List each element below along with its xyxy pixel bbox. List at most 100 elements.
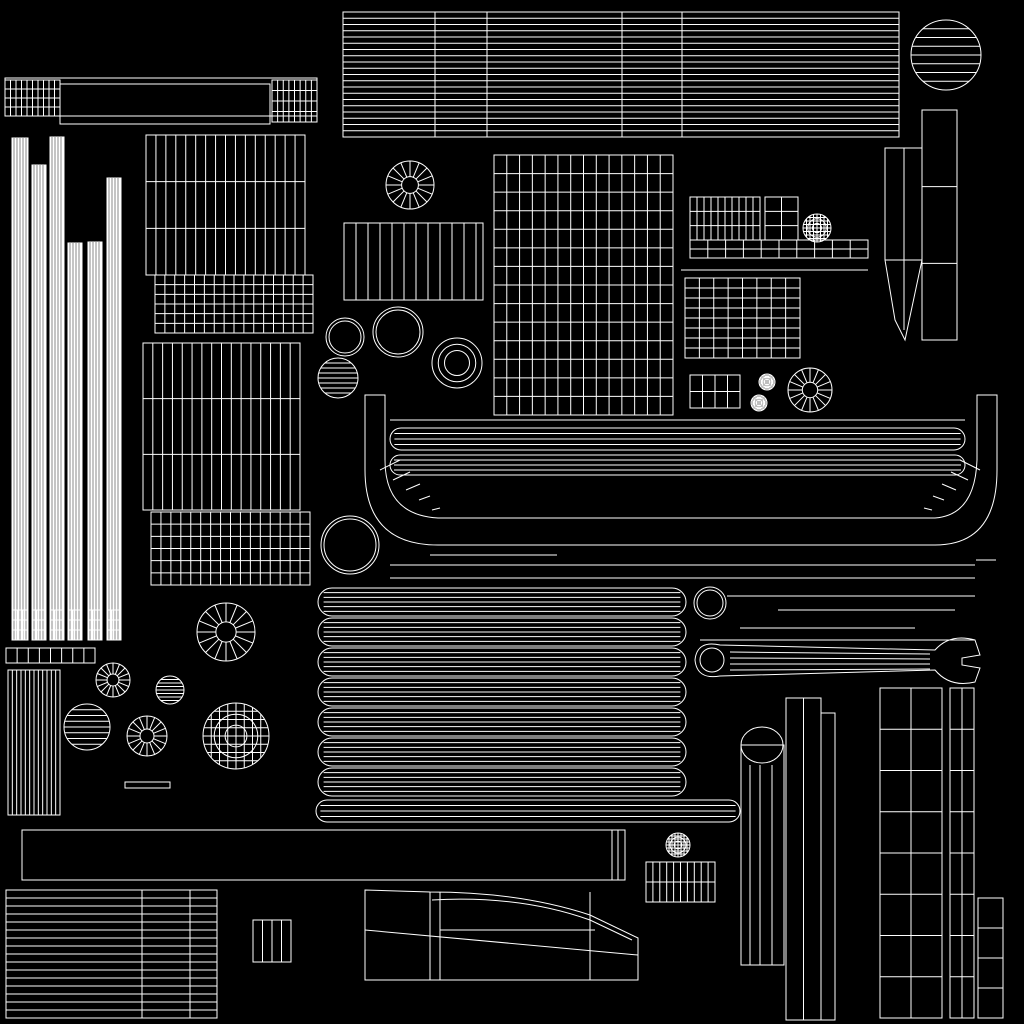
edge [150, 742, 155, 754]
edge [233, 639, 246, 652]
edge [730, 652, 930, 654]
vertical-strip [12, 138, 28, 640]
pipe-island-long [316, 800, 740, 822]
dome [203, 703, 269, 769]
ring-1 [326, 318, 364, 356]
ring-5 [321, 516, 379, 574]
island-outline [22, 830, 625, 880]
ribbed-panel [344, 223, 483, 300]
edge [215, 641, 222, 658]
cylinder [741, 727, 784, 965]
island-outline [390, 428, 965, 450]
edge [115, 664, 119, 674]
island-outline [365, 395, 997, 545]
island-outline [694, 587, 726, 619]
edge [815, 374, 825, 384]
edge [117, 668, 125, 676]
edge [117, 684, 125, 692]
island-outline [318, 588, 686, 616]
edge [129, 728, 141, 733]
edge [106, 685, 110, 695]
edge [118, 682, 128, 686]
island-outline [318, 768, 686, 796]
ring-3 [432, 338, 482, 388]
pipe-island [318, 738, 686, 766]
vertical-strip [50, 137, 64, 640]
edge [235, 636, 252, 643]
island-outline [316, 800, 740, 822]
edge [933, 496, 944, 500]
edge [388, 188, 402, 194]
edge [802, 397, 807, 410]
uv-islands [5, 12, 1003, 1020]
cloth-block-2 [143, 343, 300, 510]
edge [153, 728, 165, 733]
island-outline [741, 745, 784, 965]
edge [365, 930, 638, 955]
edge [401, 193, 407, 207]
edge [790, 393, 803, 398]
pipe-island [318, 678, 686, 706]
vertical-strip [32, 165, 46, 640]
wrench [695, 638, 980, 684]
bottom-left-block [6, 890, 217, 1018]
tall-strip-1 [786, 698, 835, 1020]
edge [150, 718, 155, 730]
edge [432, 508, 440, 510]
small-strip [690, 240, 868, 258]
inner-ring [329, 321, 361, 353]
edge [233, 611, 246, 624]
edge [388, 176, 402, 182]
strip-tip [88, 610, 102, 640]
edge [153, 739, 165, 744]
ring-2 [373, 307, 423, 357]
edge [152, 722, 161, 731]
edge [419, 496, 430, 500]
wheel-1 [197, 603, 255, 661]
ring-4 [318, 358, 358, 398]
strip-tip [68, 610, 82, 640]
top-panel-island [343, 12, 899, 137]
edge [133, 722, 142, 731]
edge [406, 484, 420, 490]
island-outline [318, 708, 686, 736]
edge [139, 718, 144, 730]
edge [813, 370, 818, 383]
edge [101, 684, 109, 692]
island-outline [32, 610, 46, 640]
edge [393, 191, 404, 202]
cloth-block-1-base [155, 275, 313, 333]
edge [416, 191, 427, 202]
island-outline [50, 610, 64, 640]
inner-ring [445, 351, 470, 376]
pipe-island [318, 588, 686, 616]
cap-2 [64, 704, 110, 750]
edge [106, 664, 110, 674]
edge [951, 472, 968, 480]
strip-tip [107, 610, 121, 640]
edge [802, 370, 807, 383]
tiny-sphere-2 [751, 395, 767, 411]
knob [788, 368, 832, 412]
edge [205, 611, 218, 624]
ring-6 [694, 587, 726, 619]
edge [418, 188, 432, 194]
cap-1 [156, 676, 184, 704]
car-shape [365, 890, 638, 980]
island-outline [318, 618, 686, 646]
edge [817, 393, 830, 398]
edge [413, 193, 419, 207]
edge [730, 658, 930, 659]
island-outline [344, 223, 483, 300]
tiny-sphere-1 [759, 374, 775, 390]
edge [230, 641, 237, 658]
cloth-block-2-base [151, 512, 310, 585]
edge [813, 397, 818, 410]
cap [741, 727, 783, 763]
pipe-island [318, 768, 686, 796]
edge [101, 668, 109, 676]
inner-ring [700, 648, 724, 672]
island-outline [318, 738, 686, 766]
edge [97, 682, 107, 686]
